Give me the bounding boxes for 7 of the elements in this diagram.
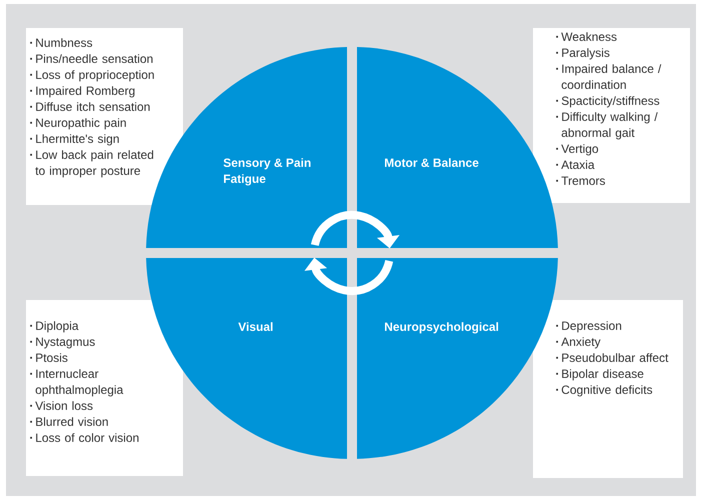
quadrant-segment: Visual (146, 258, 347, 459)
quadrant-segment: Motor & Balance (357, 47, 558, 248)
symptom-list-box: Numbness Pins/needle sensation Loss of proprioception Impaired Romberg Diffuse itch sensation Neuropathic pain Lhermitte's sign Low back pain related to improper posture (26, 28, 183, 205)
symptom-list-box: Weakness Paralysis Impaired balance / coordination Spacticity/stiffness Difficulty walking / abnormal gait Vertigo Ataxia Tremors (533, 28, 690, 203)
symptom-list-box: Depression Anxiety Pseudobulbar affect Bipolar disease Cognitive deficits (533, 300, 683, 478)
quadrant-segment: Neuropsychological (357, 258, 558, 459)
symptom-list-box: Diplopia Nystagmus Ptosis Internuclear ophthalmoplegia Vision loss Blurred vision Loss of color vision (26, 300, 183, 476)
